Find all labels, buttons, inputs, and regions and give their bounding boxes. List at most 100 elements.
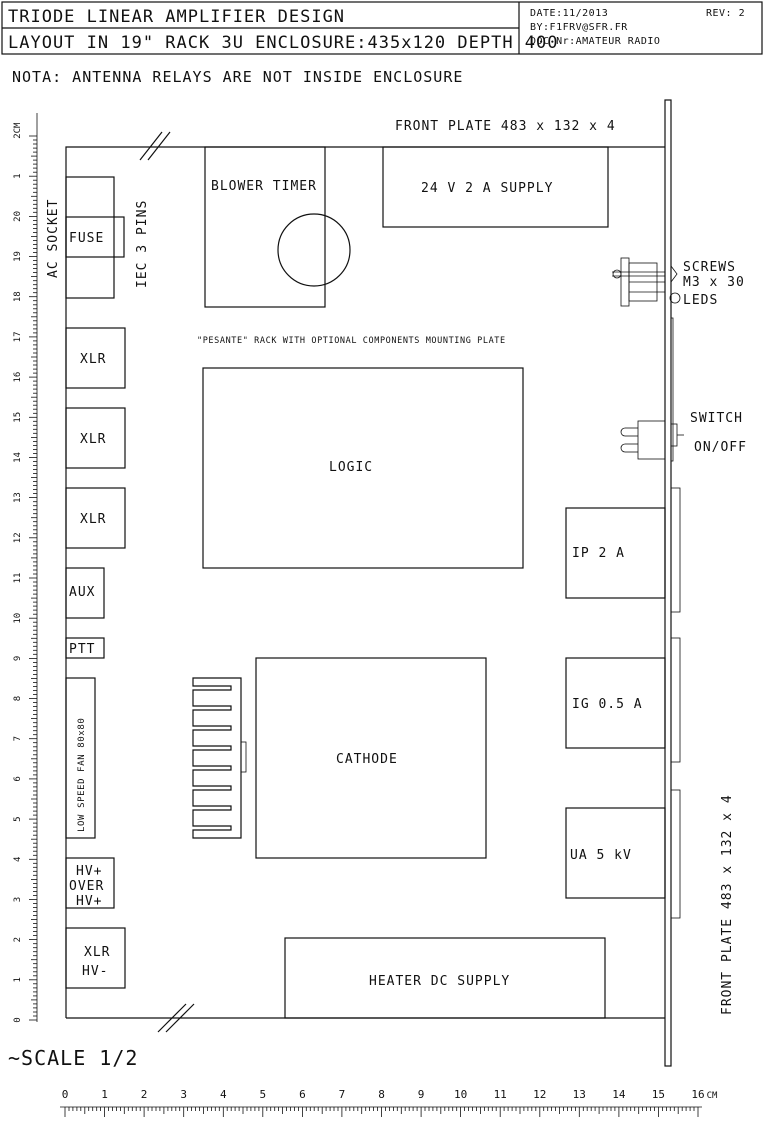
- ruler-tick-label: 18: [13, 291, 23, 302]
- iec-label: IEC 3 PINS: [135, 200, 150, 288]
- ruler-tick-label: 3: [180, 1088, 187, 1101]
- ruler-tick-label: 5: [13, 816, 23, 821]
- title-block: TRIODE LINEAR AMPLIFIER DESIGN LAYOUT IN…: [1, 1, 763, 55]
- ac-socket-module: FUSE AC SOCKET IEC 3 PINS: [46, 176, 150, 299]
- ruler-tick-label: 0: [13, 1017, 23, 1022]
- document-number-field: DOC Nr:AMATEUR RADIO: [530, 36, 660, 47]
- date-field: DATE:11/2013: [530, 8, 608, 19]
- ruler-tick-label: 10: [13, 613, 23, 624]
- ruler-tick-label: 8: [13, 696, 23, 701]
- scale-label: ~SCALE 1/2: [8, 1046, 138, 1070]
- xlr-connector-1: XLR: [65, 327, 126, 389]
- ptt-connector: PTT: [65, 637, 105, 659]
- cathode-label: CATHODE: [336, 752, 398, 767]
- ruler-tick-label: 8: [378, 1088, 385, 1101]
- heater-label: HEATER DC SUPPLY: [369, 974, 510, 989]
- ruler-tick-label: 7: [13, 736, 23, 741]
- logic-label: LOGIC: [329, 460, 373, 475]
- ruler-tick-label: 16: [13, 372, 23, 383]
- ruler-tick-label: 2: [13, 133, 23, 138]
- aux-connector: AUX: [65, 567, 105, 619]
- ua-label: UA 5 kV: [570, 848, 632, 863]
- front-plate: [664, 99, 672, 1067]
- ruler-tick-label: 12: [533, 1088, 546, 1101]
- enclosure-outline: [65, 146, 665, 1018]
- screw-head-icon: [612, 269, 622, 279]
- ruler-tick-label: 10: [454, 1088, 467, 1101]
- ruler-tick-label: 6: [299, 1088, 306, 1101]
- svg-text:HV+: HV+: [76, 894, 102, 909]
- front-plate-label-side: FRONT PLATE 483 x 132 x 4: [720, 794, 735, 1015]
- ruler-tick-label: 17: [13, 331, 23, 342]
- ruler-tick-label: 11: [13, 573, 23, 584]
- hv-over-connector: HV+ OVER HV+: [65, 857, 115, 909]
- ruler-tick-label: 19: [13, 251, 23, 262]
- ruler-unit-label: CM: [13, 122, 23, 133]
- ig-label: IG 0.5 A: [572, 697, 643, 712]
- title-line-1: TRIODE LINEAR AMPLIFIER DESIGN: [8, 7, 345, 27]
- svg-text:XLR: XLR: [80, 512, 106, 527]
- svg-text:HV-: HV-: [82, 964, 108, 979]
- screws-leds-assembly: SCREWS M3 x 30 LEDS: [612, 257, 744, 308]
- supply-24v-module: 24 V 2 A SUPPLY: [382, 146, 609, 228]
- cathode-heatsink: [192, 677, 247, 839]
- rack-note-label: "PESANTE" RACK WITH OPTIONAL COMPONENTS …: [197, 336, 506, 346]
- meter-cutout-1: [670, 487, 681, 613]
- ruler-tick-label: 13: [13, 492, 23, 503]
- svg-text:AUX: AUX: [69, 585, 95, 600]
- break-mark-bottom: [157, 1003, 195, 1033]
- ruler-tick-label: 11: [494, 1088, 507, 1101]
- svg-text:HV+: HV+: [76, 864, 102, 879]
- power-switch-assembly: SWITCH ON/OFF: [620, 411, 746, 460]
- front-panel-strip: [670, 317, 674, 462]
- ruler-tick-label: 9: [418, 1088, 425, 1101]
- ruler-tick-label: 1: [13, 173, 23, 178]
- break-mark-top: [139, 131, 171, 161]
- ruler-tick-label: 7: [339, 1088, 346, 1101]
- low-speed-fan: LOW SPEED FAN 80x80: [65, 677, 96, 839]
- meter-cutout-3: [670, 789, 681, 919]
- ruler-tick-label: 16: [691, 1088, 704, 1101]
- ruler-tick-label: 2: [141, 1088, 148, 1101]
- ruler-tick-label: 1: [13, 977, 23, 982]
- author-field: BY:F1FRV@SFR.FR: [530, 22, 628, 33]
- leds-label: LEDS: [683, 293, 718, 308]
- ip-meter: IP 2 A: [565, 507, 666, 599]
- ruler-tick-label: 1: [101, 1088, 108, 1101]
- svg-text:XLR: XLR: [80, 352, 106, 367]
- ruler-tick-label: 14: [13, 452, 23, 463]
- ruler-tick-label: 6: [13, 776, 23, 781]
- svg-text:PTT: PTT: [69, 642, 95, 657]
- front-plate-label-top: FRONT PLATE 483 x 132 x 4: [395, 119, 616, 134]
- svg-text:XLR: XLR: [84, 945, 110, 960]
- revision-field: REV: 2: [706, 8, 745, 19]
- ruler-tick-label: 0: [62, 1088, 69, 1101]
- ruler-tick-label: 9: [13, 656, 23, 661]
- ruler-tick-label: 2: [13, 937, 23, 942]
- ruler-unit-label: CM: [707, 1091, 718, 1101]
- ruler-tick-label: 3: [13, 897, 23, 902]
- supply-24v-label: 24 V 2 A SUPPLY: [421, 181, 553, 196]
- blower-timer-module: BLOWER TIMER: [204, 146, 351, 308]
- xlr-connector-3: XLR: [65, 487, 126, 549]
- screws-label: SCREWS: [683, 260, 736, 275]
- ig-meter: IG 0.5 A: [565, 657, 666, 749]
- ip-label: IP 2 A: [572, 546, 625, 561]
- fuse-holder: [65, 216, 125, 258]
- xlr-hv-connector: XLR HV-: [65, 927, 126, 989]
- ruler-tick-label: 20: [13, 211, 23, 222]
- switch-label: SWITCH: [690, 411, 743, 426]
- meter-cutout-2: [670, 637, 681, 763]
- fan-label: LOW SPEED FAN 80x80: [77, 718, 87, 832]
- logic-board: LOGIC: [202, 367, 524, 569]
- ruler-tick-label: 15: [652, 1088, 665, 1101]
- ruler-tick-label: 4: [220, 1088, 227, 1101]
- svg-text:XLR: XLR: [80, 432, 106, 447]
- cathode-board: CATHODE: [255, 657, 487, 859]
- ruler-tick-label: 5: [259, 1088, 266, 1101]
- ruler-tick-label: 15: [13, 412, 23, 423]
